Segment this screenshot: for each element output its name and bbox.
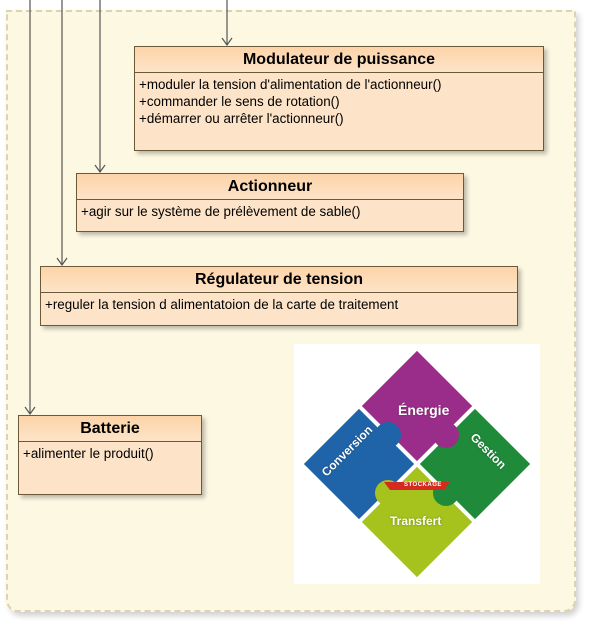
class-batterie[interactable]: Batterie +alimenter le produit() (18, 415, 202, 495)
operations-list: +agir sur le système de prélèvement de s… (77, 200, 463, 225)
operations-list: +alimenter le produit() (19, 442, 201, 467)
class-name: Actionneur (77, 174, 463, 200)
class-modulateur-de-puissance[interactable]: Modulateur de puissance +moduler la tens… (134, 46, 544, 151)
puzzle-graphic (294, 344, 540, 584)
operations-list: +reguler la tension d alimentatoion de l… (41, 293, 517, 318)
dep-arrow-regulateur (56, 257, 68, 267)
dep-arrow-batterie (24, 406, 36, 416)
center-band-label: STOCKAGE (404, 482, 442, 488)
class-actionneur[interactable]: Actionneur +agir sur le système de prélè… (76, 173, 464, 232)
class-name: Régulateur de tension (41, 267, 517, 293)
puzzle-knob (375, 422, 402, 449)
dep-arrow-modulateur (221, 37, 233, 47)
operations-list: +moduler la tension d'alimentation de l'… (135, 73, 543, 132)
operation: +commander le sens de rotation() (139, 94, 340, 109)
operation: +moduler la tension d'alimentation de l'… (139, 77, 442, 92)
label-energie: Énergie (398, 402, 450, 418)
red-band (384, 482, 450, 490)
puzzle-knob (432, 422, 459, 449)
dep-arrow-actionneur (94, 164, 106, 174)
energy-puzzle-logo: Énergie Conversion Gestion Transfert STO… (294, 344, 540, 584)
package-top-border (6, 10, 572, 18)
class-name: Batterie (19, 416, 201, 442)
class-regulateur-de-tension[interactable]: Régulateur de tension +reguler la tensio… (40, 266, 518, 326)
operation: +alimenter le produit() (23, 446, 154, 461)
label-transfert: Transfert (390, 514, 442, 528)
operation: +reguler la tension d alimentatoion de l… (45, 297, 399, 312)
operation: +démarrer ou arrêter l'actionneur() (139, 111, 344, 126)
class-name: Modulateur de puissance (135, 47, 543, 73)
operation: +agir sur le système de prélèvement de s… (81, 204, 361, 219)
